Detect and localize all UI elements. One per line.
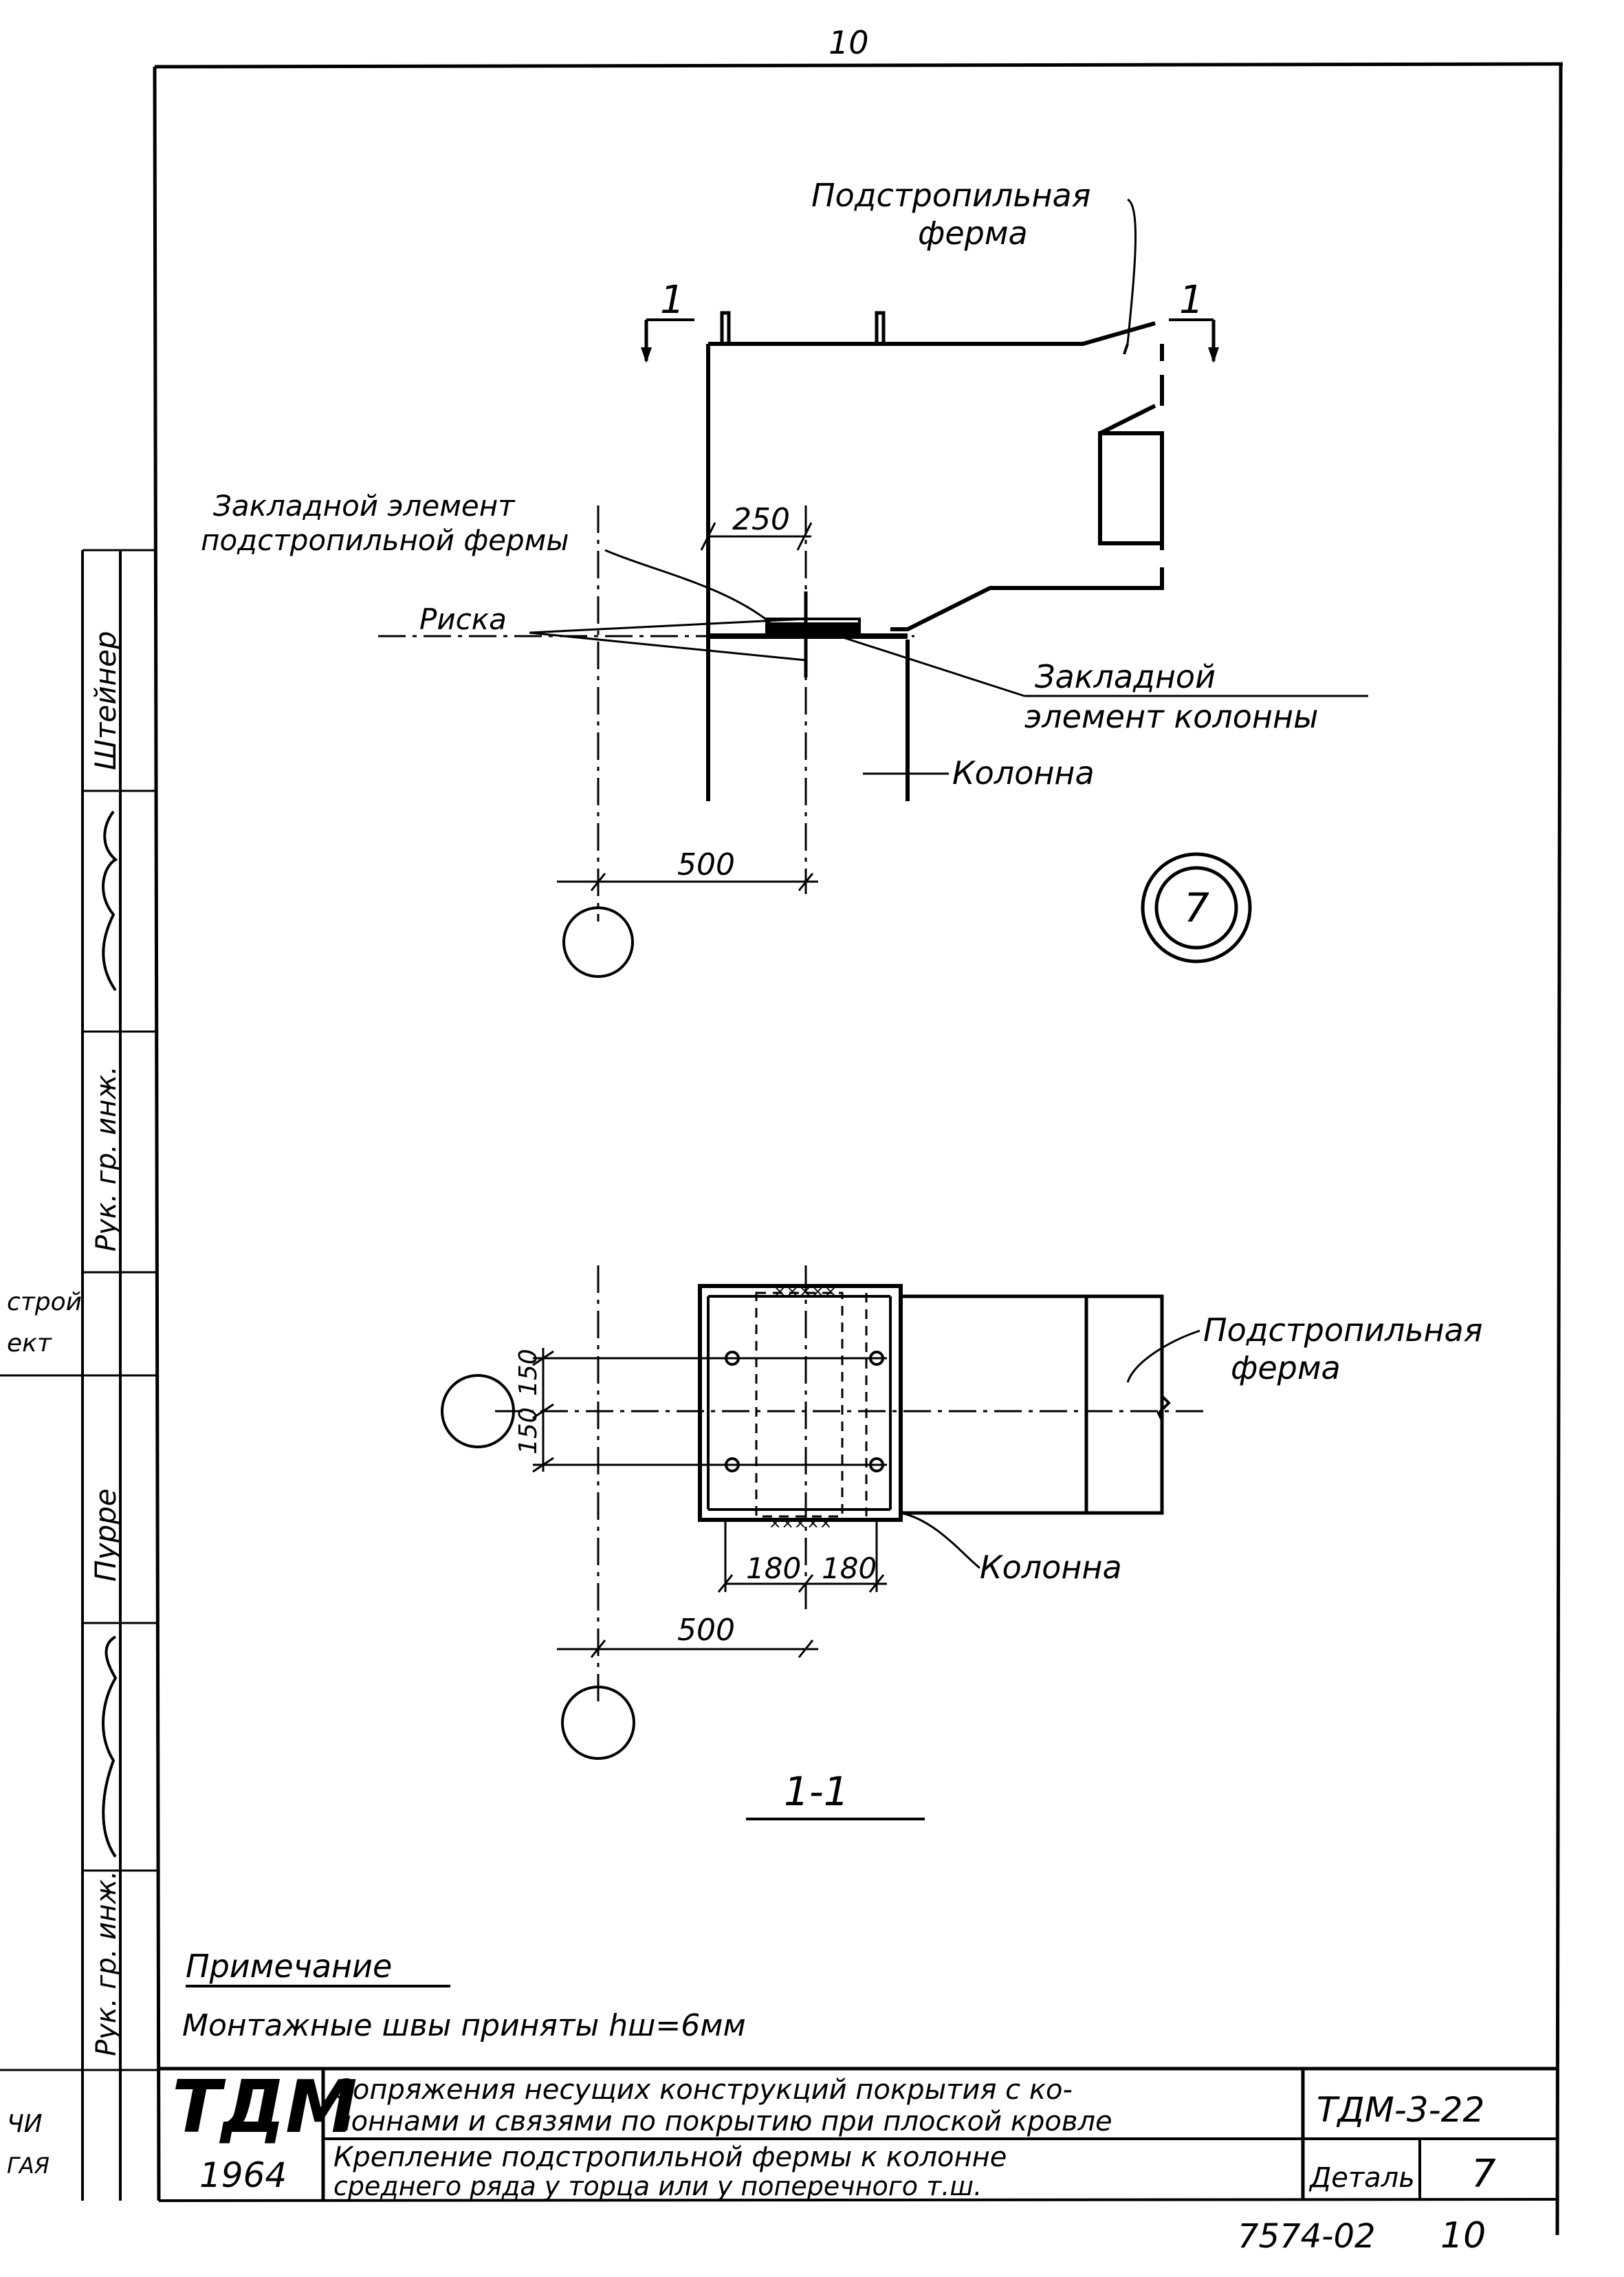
column-plan — [698, 1284, 903, 1522]
title-year: 1964 — [199, 2155, 287, 2195]
subtruss-outline — [706, 321, 1164, 633]
dim-250: 250 — [732, 502, 790, 537]
note-text: Монтажные швы приняты hш=6мм — [182, 2008, 746, 2043]
section-mark-right: 1 — [1179, 278, 1204, 323]
signature-2 — [102, 1635, 118, 1858]
column-outline — [706, 633, 910, 801]
title-logo: ТДМ — [172, 2065, 358, 2149]
axis-bubble-section-h — [441, 1374, 515, 1448]
label-embed-column-l1: Закладной — [1035, 658, 1216, 695]
label-embed-subtruss-l1: Закладной элемент — [213, 489, 516, 523]
drawing-code: ТДМ-3-22 — [1317, 2090, 1484, 2130]
section-view: ××××× ××××× 150 150 180 180 — [441, 1265, 1493, 1820]
sheet-frame: 10 — [153, 24, 1563, 2236]
detail-circle-outer — [1141, 852, 1252, 963]
subtruss-plan — [901, 1294, 1164, 1515]
title-line-1: Сопряжения несущих конструкций покрытия … — [333, 2074, 1073, 2106]
signature-1 — [102, 810, 118, 992]
note-block: Примечание Монтажные швы приняты hш=6мм — [182, 1948, 746, 2043]
strip-bottom-2: ГАЯ — [7, 2153, 50, 2179]
top-view: 1 1 250 500 — [201, 177, 1368, 978]
label-embed-subtruss: Закладной элемент подстропильной фермы — [201, 489, 569, 557]
section-title: 1-1 — [784, 1768, 849, 1815]
detail-circle-inner — [1154, 866, 1238, 950]
label-embed-column-l2: элемент колонны — [1024, 698, 1318, 735]
subtitle-line-1: Крепление подстропильной фермы к колонне — [333, 2142, 1007, 2173]
label-subtruss-top-l2: ферма — [918, 215, 1028, 252]
label-embed-column: Закладной элемент колонны — [1024, 658, 1318, 735]
label-risk: Риска — [419, 602, 507, 636]
dim-500-top: 500 — [677, 847, 735, 882]
strip-name-1: Штейнер — [89, 631, 122, 770]
label-subtruss-top-l1: Подстропильная — [811, 177, 1090, 214]
footer-code: 7574-02 — [1238, 2217, 1376, 2256]
strip-org-1: строй — [7, 1288, 82, 1316]
detail-number: 7 — [1184, 884, 1209, 931]
label-column-section: Колонна — [980, 1549, 1122, 1586]
note-heading: Примечание — [186, 1948, 392, 1985]
dim-150a: 150 — [514, 1349, 542, 1396]
page-number-top: 10 — [829, 24, 869, 61]
subtitle-line-2: среднего ряда у торца или у поперечного … — [333, 2171, 982, 2201]
axis-bubble-top — [562, 906, 634, 978]
weld-mark-bottom: ××××× — [769, 1515, 832, 1532]
detail-value: 7 — [1471, 2152, 1496, 2197]
section-mark-left: 1 — [660, 278, 685, 323]
dim-150b: 150 — [514, 1407, 542, 1455]
dim-180a: 180 — [746, 1551, 801, 1585]
dim-180b: 180 — [822, 1551, 877, 1585]
label-subtruss-section-l2: ферма — [1231, 1349, 1341, 1386]
label-subtruss-section-l1: Подстропильная — [1203, 1311, 1482, 1349]
strip-org-2: ект — [7, 1329, 52, 1358]
label-subtruss-top: Подстропильная ферма — [811, 177, 1101, 252]
label-column-top: Колонна — [952, 754, 1095, 792]
dim-500-section: 500 — [677, 1613, 735, 1648]
axis-bubble-section-v — [561, 1686, 635, 1760]
label-embed-subtruss-l2: подстропильной фермы — [201, 523, 569, 557]
strip-bottom-1: ЧИ — [7, 2110, 43, 2138]
left-signature-strip: Штейнер Рук. гр. инж. строй ект Пурре Ру… — [0, 549, 157, 2201]
strip-name-4: Рук. гр. инж. — [91, 1871, 122, 2056]
strip-name-2: Рук. гр. инж. — [91, 1066, 122, 1252]
title-line-2: лоннами и связями по покрытию при плоско… — [333, 2106, 1112, 2137]
strip-name-3: Пурре — [89, 1488, 122, 1582]
detail-label: Деталь — [1308, 2162, 1415, 2194]
title-block: ТДМ 1964 Сопряжения несущих конструкций … — [159, 2065, 1557, 2256]
footer-page: 10 — [1440, 2215, 1486, 2256]
label-subtruss-section: Подстропильная ферма — [1203, 1311, 1493, 1386]
